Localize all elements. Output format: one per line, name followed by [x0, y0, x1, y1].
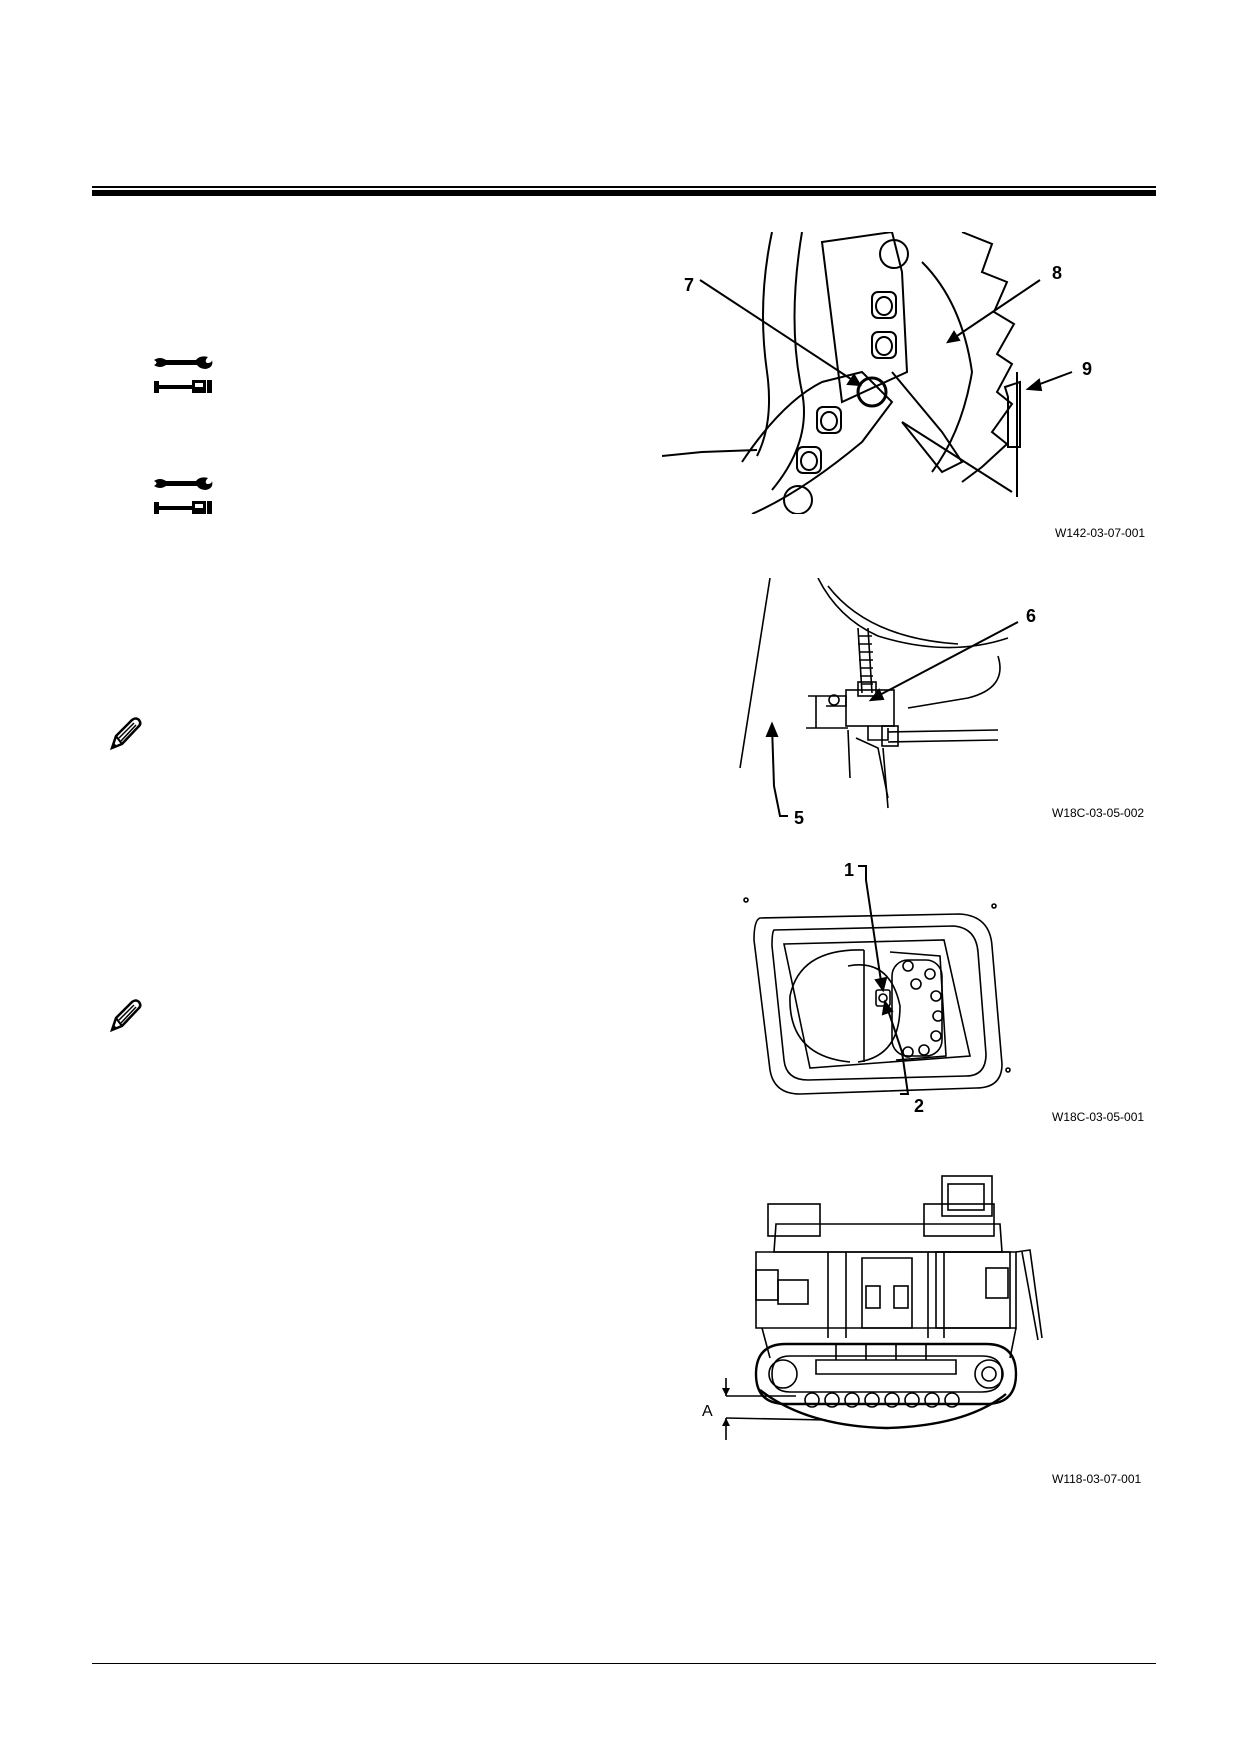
callout-6: 6 [1026, 606, 1036, 626]
wrench-torque-icon [154, 477, 213, 514]
callout-2: 2 [914, 1096, 924, 1116]
callout-1: 1 [844, 860, 854, 880]
figure-track-sag: A [702, 1175, 1043, 1440]
figure-sprocket-track-pin: 7 8 9 [662, 232, 1092, 514]
footer-rule [92, 1663, 1156, 1664]
figure-caption: W18C-03-05-001 [1052, 1110, 1145, 1124]
figure-cover-fitting: 1 2 [743, 860, 1011, 1116]
note-pencil-icon [109, 999, 142, 1033]
note-pencil-icon [109, 717, 142, 751]
figure-caption: W142-03-07-001 [1055, 526, 1146, 540]
callout-A: A [702, 1403, 713, 1420]
figure-caption: W18C-03-05-002 [1052, 806, 1145, 820]
figure-caption: W118-03-07-001 [1052, 1472, 1142, 1486]
callout-9: 9 [1082, 359, 1092, 379]
wrench-torque-icon [154, 356, 213, 393]
callout-5: 5 [794, 808, 804, 828]
figure-grease-valve: 6 5 [739, 578, 1036, 828]
header-rule-thick [92, 190, 1156, 196]
header-rule-thin [92, 186, 1156, 188]
callout-7: 7 [684, 275, 694, 295]
callout-8: 8 [1052, 263, 1062, 283]
